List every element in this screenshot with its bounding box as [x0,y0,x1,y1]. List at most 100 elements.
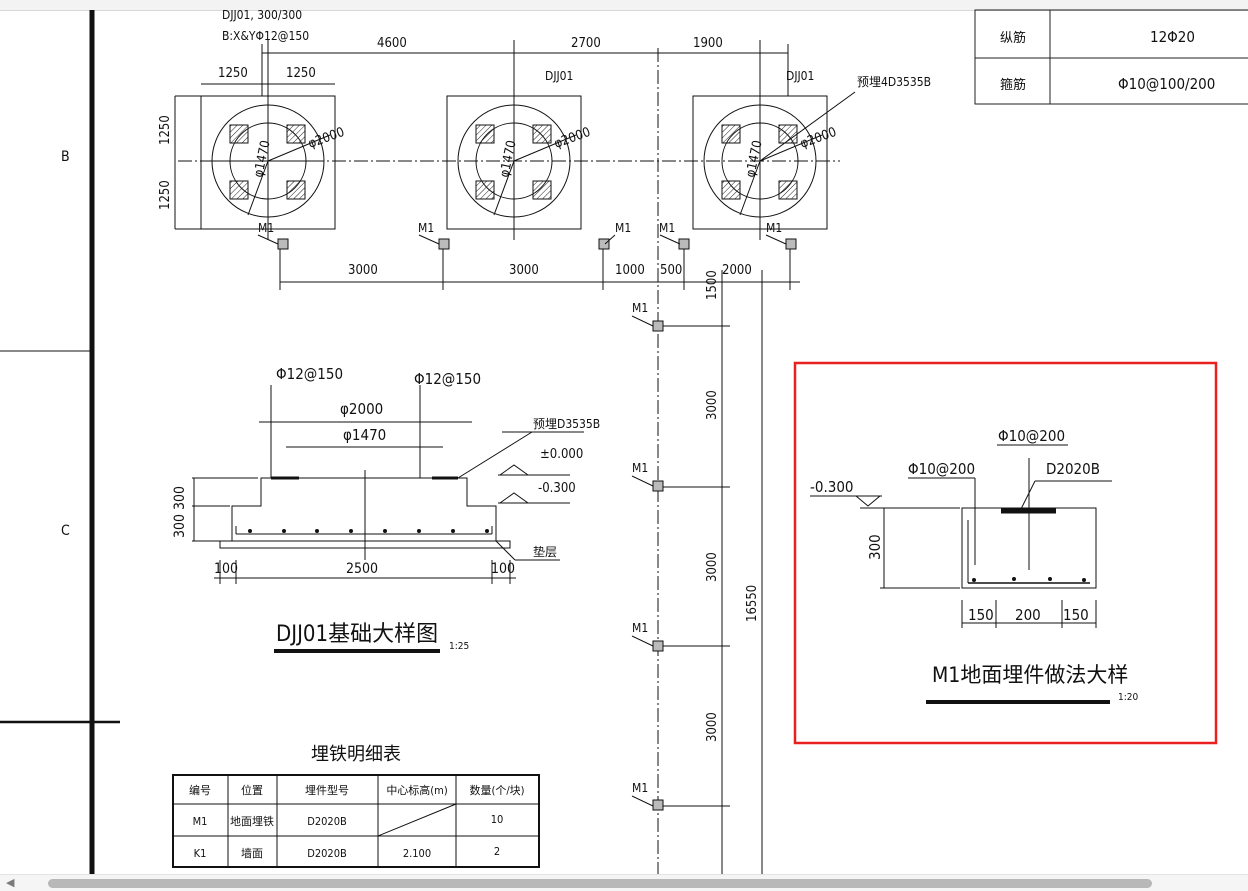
foundation-section [192,385,584,653]
embed-table-cells: 编号 位置 埋件型号 中心标高(m) 数量(个/块) M1 地面埋铁 D2020… [189,783,525,860]
scrollbar-thumb[interactable] [48,879,1152,888]
section-dim-mid: 2500 [346,561,378,577]
section-scale: 1:25 [449,641,469,652]
section-cushion: 垫层 [533,544,557,559]
section-dim-right: 100 [491,561,515,577]
top-note-line2: B:X&YΦ12@150 [222,29,309,43]
table-cell: 地面埋铁 [230,815,274,828]
header-cell: 编号 [189,783,211,797]
embed-label-plan: 预埋4D3535B [857,75,931,89]
m1-label: M1 [615,221,631,235]
detail-elev: -0.300 [810,478,854,496]
m1-label: M1 [632,461,648,475]
table-cell: D2020B [307,847,347,860]
row-label-b: B [61,149,70,165]
table-cell: 2.100 [403,847,431,860]
plan-dimension-lines [174,44,800,874]
m1-label: M1 [418,221,434,235]
detail-dim-2: 200 [1015,606,1041,624]
section-rebar-left: Φ12@150 [276,365,343,383]
m1-label: M1 [766,221,782,235]
table-cell: 2 [494,845,500,858]
phi1470-1: φ1470 [251,139,273,179]
section-height: 300 300 [172,486,188,538]
dim-2000: 2000 [722,263,752,278]
section-title: DJJ01基础大样图 [276,622,438,647]
table-cell: D2020B [307,815,347,828]
vdim-3000-b: 3000 [705,552,720,582]
horizontal-scrollbar[interactable]: ◀ [0,874,1248,891]
dim-1250-v2: 1250 [158,180,173,210]
vdim-1500: 1500 [705,270,720,300]
phi1470-2: φ1470 [497,139,519,179]
section-rebar-dots [248,529,489,533]
scroll-left-arrow-icon[interactable]: ◀ [6,876,15,889]
section-dia-inner: φ1470 [343,426,386,444]
m1-detail-texts: Φ10@200 Φ10@200 D2020B -0.300 300 150 20… [810,427,1138,703]
detail-title: M1地面埋件做法大样 [932,663,1128,687]
detail-plate: D2020B [1046,460,1100,478]
rebar-table-label-2: 箍筋 [1000,77,1026,93]
embed-table-grid [172,774,540,868]
dim-3000-a: 3000 [348,263,378,278]
dj01-label-3: DJJ01 [786,69,814,83]
foundation-plan [178,40,856,874]
m1-detail-dots [972,577,1086,582]
section-rebar-right: Φ12@150 [414,370,481,388]
header-cell: 数量(个/块) [469,784,524,797]
embed-table-title: 埋铁明细表 [311,744,401,765]
rebar-table-value-2: Φ10@100/200 [1118,75,1215,93]
dim-4600: 4600 [377,36,407,51]
vdim-16550: 16550 [745,585,760,622]
table-cell: 10 [491,813,504,826]
m1-labels: M1 M1 M1 M1 M1 M1 M1 M1 M1 [258,221,782,795]
m1-detail [810,444,1112,704]
dj01-label-2: DJJ01 [545,69,573,83]
m1-label: M1 [632,621,648,635]
vdim-3000-a: 3000 [705,390,720,420]
phi2000-1: φ2000 [306,125,346,152]
dim-1900: 1900 [693,36,723,51]
dim-1000: 1000 [615,263,645,278]
drawing-frame [0,10,120,874]
detail-rebar-left: Φ10@200 [908,460,975,478]
highlight-box [793,361,1218,745]
dim-2700: 2700 [571,36,601,51]
section-texts: Φ12@150 Φ12@150 φ2000 φ1470 预埋D3535B ±0.… [172,365,600,652]
dim-1250-b: 1250 [286,66,316,81]
table-cell: K1 [194,847,207,860]
detail-scale: 1:20 [1118,692,1138,703]
section-dia-outer: φ2000 [340,400,383,418]
window-top-strip [0,0,1248,11]
column-anchor-squares [229,124,798,200]
section-elev-bottom: -0.300 [538,481,576,496]
section-dim-left: 100 [214,561,238,577]
detail-dim-1: 150 [968,606,994,624]
header-cell: 埋件型号 [305,783,349,797]
dim-3000-b: 3000 [509,263,539,278]
rebar-table-value-1: 12Φ20 [1150,28,1195,46]
m1-label: M1 [659,221,675,235]
dim-1250-a: 1250 [218,66,248,81]
table-cell: 墙面 [241,846,263,860]
phi2000-2: φ2000 [552,125,592,152]
detail-rebar-top: Φ10@200 [998,427,1065,445]
header-cell: 位置 [241,783,263,797]
table-cell: M1 [193,815,208,828]
row-label-c: C [61,523,70,539]
m1-markers [257,234,797,811]
m1-label: M1 [258,221,274,235]
header-cell: 中心标高(m) [386,783,448,797]
m1-label: M1 [632,301,648,315]
m1-label: M1 [632,781,648,795]
top-note-line1: DJJ01, 300/300 [222,8,302,22]
detail-height: 300 [866,534,884,560]
detail-dim-3: 150 [1063,606,1089,624]
rebar-table-label-1: 纵筋 [1000,30,1026,46]
rebar-table [974,9,1248,105]
dim-500: 500 [660,263,682,278]
dim-1250-v1: 1250 [158,115,173,145]
section-elev-top: ±0.000 [540,447,583,462]
vdim-3000-c: 3000 [705,712,720,742]
